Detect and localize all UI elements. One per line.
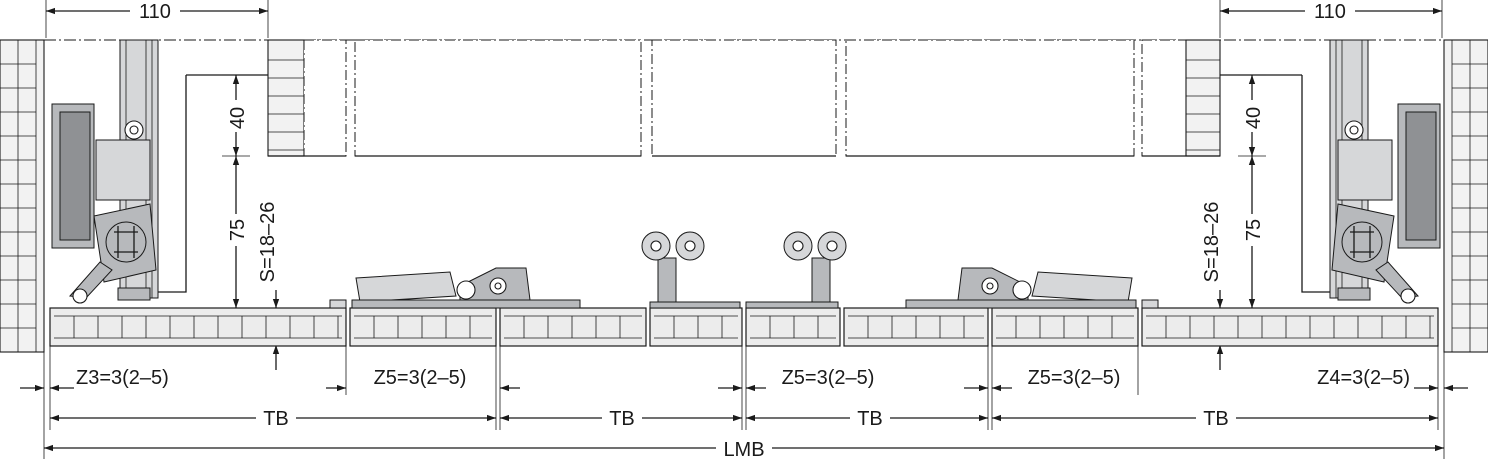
- overall-label-lmb: LMB: [723, 439, 764, 459]
- dimension-heights-left: 40 75 S=18–26: [222, 74, 280, 370]
- panel-label-tb-4: TB: [1203, 408, 1229, 430]
- dimension-width-left: 110: [45, 0, 269, 38]
- dimension-heights-right: 40 75 S=18–26: [1201, 74, 1266, 370]
- hinge-left: [329, 267, 581, 309]
- range-label-left: S=18–26: [257, 202, 279, 283]
- gap-label-z5-b: Z5=3(2–5): [782, 367, 875, 389]
- gap-label-z5-a: Z5=3(2–5): [374, 367, 467, 389]
- dimension-height-75-right: 75: [1243, 219, 1265, 241]
- gap-label-z5-c: Z5=3(2–5): [1028, 367, 1121, 389]
- dimension-width-left-label: 110: [139, 1, 171, 23]
- left-runner-assembly: [51, 39, 268, 304]
- dimension-height-40-left: 40: [227, 107, 249, 129]
- range-label-right: S=18–26: [1201, 202, 1223, 283]
- gap-label-z3: Z3=3(2–5): [76, 367, 169, 389]
- right-runner-assembly: [1220, 39, 1441, 304]
- dimension-width-right: 110: [1219, 0, 1443, 38]
- trolley-left: [641, 231, 741, 309]
- trolley-right: [745, 231, 847, 309]
- panel-width-dimensions: TB TB TB TB: [50, 406, 1438, 430]
- right-wall-post: [1443, 39, 1488, 353]
- gap-label-z4: Z4=3(2–5): [1317, 367, 1410, 389]
- hinge-right: [905, 267, 1159, 309]
- panel-label-tb-3: TB: [857, 408, 883, 430]
- gap-dimensions: Z3=3(2–5) Z5=3(2–5) Z5=3(2–5) Z5=3(2–5) …: [20, 367, 1468, 392]
- door-leaves: [49, 307, 1439, 347]
- overall-dimension: LMB: [44, 436, 1444, 459]
- dimension-width-right-label: 110: [1314, 1, 1346, 23]
- left-wall-post: [0, 39, 45, 353]
- panel-label-tb-2: TB: [609, 408, 635, 430]
- panel-label-tb-1: TB: [263, 408, 289, 430]
- upper-panels: [267, 39, 1221, 157]
- dimension-height-75-left: 75: [227, 219, 249, 241]
- dimension-height-40-right: 40: [1243, 107, 1265, 129]
